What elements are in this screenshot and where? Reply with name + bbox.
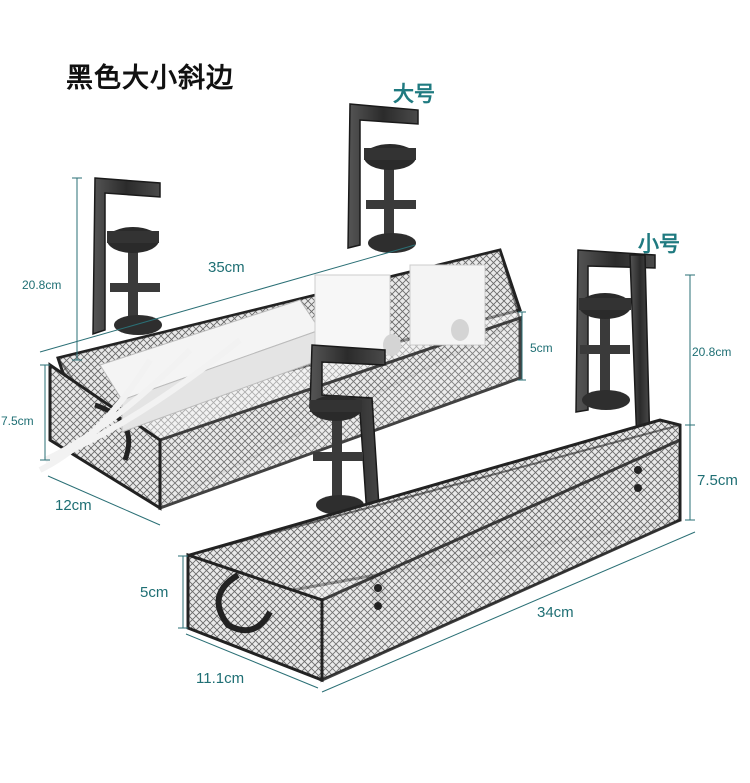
small-width-dim: 11.1cm <box>196 670 245 687</box>
small-tray <box>186 249 682 683</box>
large-clamp-right <box>347 103 419 253</box>
small-side-height-dim: 7.5cm <box>697 472 738 489</box>
large-depth-dim: 5cm <box>530 341 553 355</box>
large-height-total-dim: 20.8cm <box>22 278 62 292</box>
large-clamp-left <box>92 177 162 336</box>
small-length-dim: 34cm <box>537 604 574 621</box>
large-side-height-dim: 7.5cm <box>1 414 34 428</box>
power-strip-icon <box>38 264 486 473</box>
page-title: 黑色大小斜边 <box>66 63 234 94</box>
small-depth-dim: 5cm <box>140 584 169 601</box>
large-width-dim: 12cm <box>55 497 92 514</box>
small-height-total-dim: 20.8cm <box>692 345 732 359</box>
dimension-lines <box>39 177 696 693</box>
small-clamp-left <box>309 344 386 607</box>
large-length-dim: 35cm <box>208 259 245 276</box>
large-size-label: 大号 <box>393 82 435 106</box>
large-tray <box>38 103 522 511</box>
small-size-label: 小号 <box>638 232 680 256</box>
